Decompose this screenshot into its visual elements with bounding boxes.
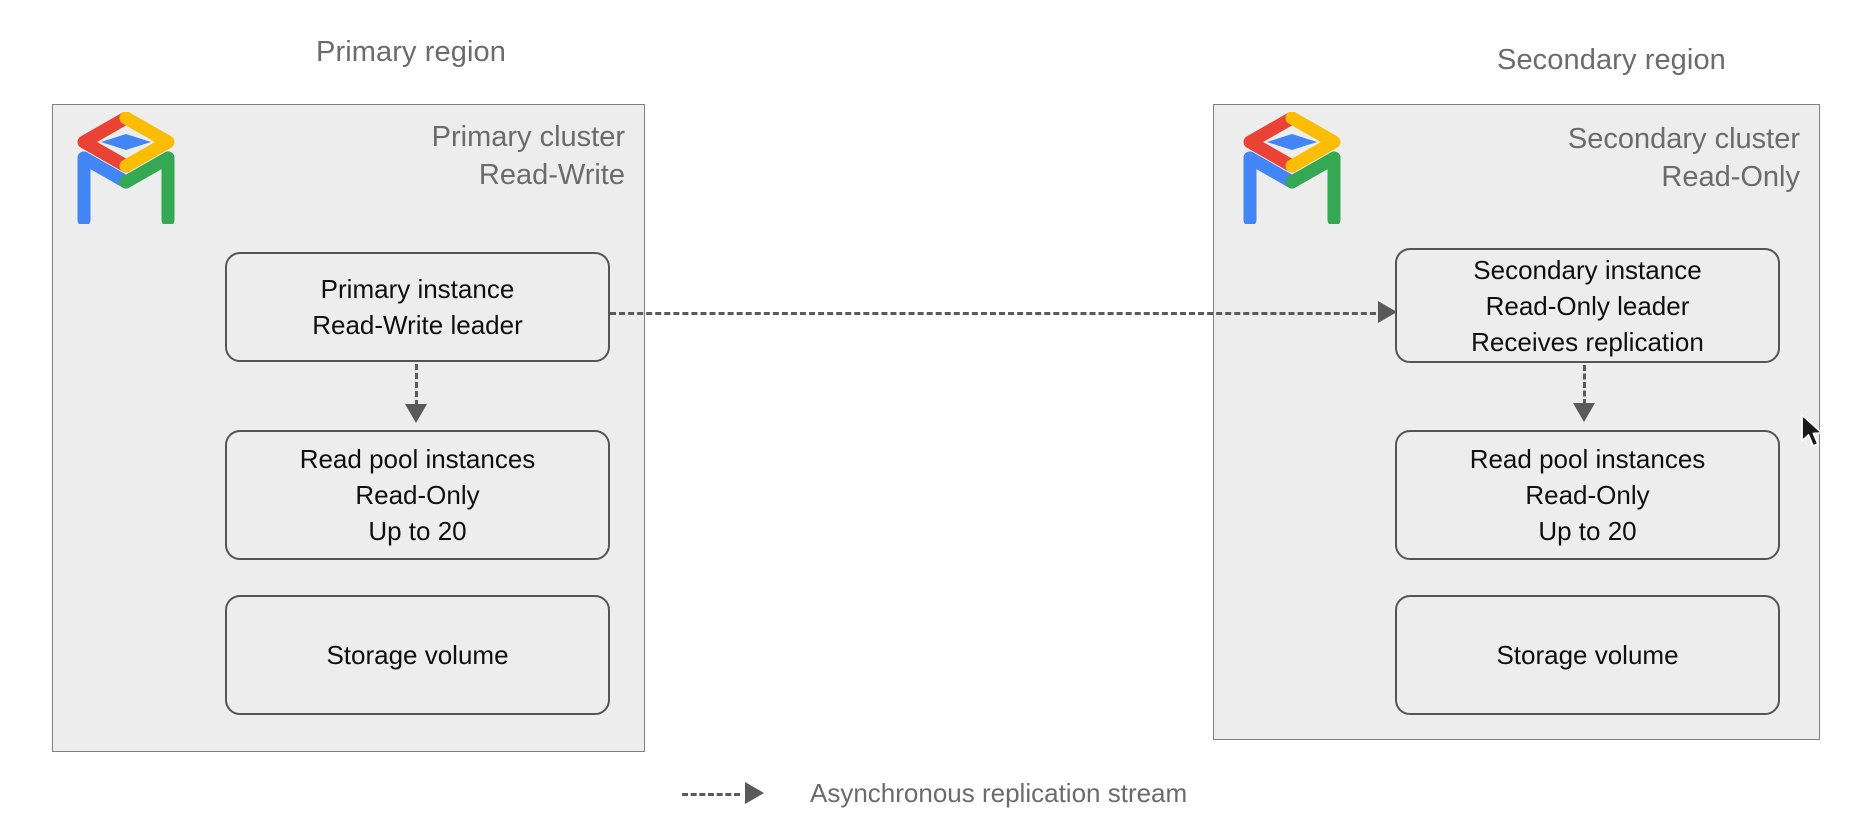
node-secondary-storage-volume[interactable]: Storage volume bbox=[1395, 595, 1780, 715]
node-secondary-read-pool[interactable]: Read pool instances Read-Only Up to 20 bbox=[1395, 430, 1780, 560]
alloydb-logo bbox=[1240, 111, 1344, 227]
primary-region-caption: Primary region bbox=[316, 36, 506, 68]
connector-secondary-to-readpool bbox=[1583, 365, 1586, 405]
secondary-cluster-heading: Secondary cluster Read-Only bbox=[1567, 123, 1800, 193]
primary-cluster-heading: Primary cluster Read-Write bbox=[431, 121, 625, 191]
legend-dash-sample bbox=[682, 793, 740, 796]
arrowhead-down-icon bbox=[1573, 403, 1595, 422]
arrowhead-down-icon bbox=[405, 404, 427, 423]
node-secondary-instance[interactable]: Secondary instance Read-Only leader Rece… bbox=[1395, 248, 1780, 363]
node-primary-read-pool[interactable]: Read pool instances Read-Only Up to 20 bbox=[225, 430, 610, 560]
secondary-region-caption: Secondary region bbox=[1497, 44, 1726, 76]
node-primary-storage-volume[interactable]: Storage volume bbox=[225, 595, 610, 715]
arrowhead-right-icon bbox=[1378, 301, 1397, 323]
mouse-cursor-icon bbox=[1800, 414, 1826, 450]
node-primary-instance[interactable]: Primary instance Read-Write leader bbox=[225, 252, 610, 362]
connector-primary-to-readpool bbox=[415, 364, 418, 406]
legend-label: Asynchronous replication stream bbox=[810, 778, 1188, 808]
alloydb-logo bbox=[74, 111, 178, 227]
legend-arrowhead-icon bbox=[745, 782, 764, 804]
replication-connector bbox=[610, 312, 1385, 315]
